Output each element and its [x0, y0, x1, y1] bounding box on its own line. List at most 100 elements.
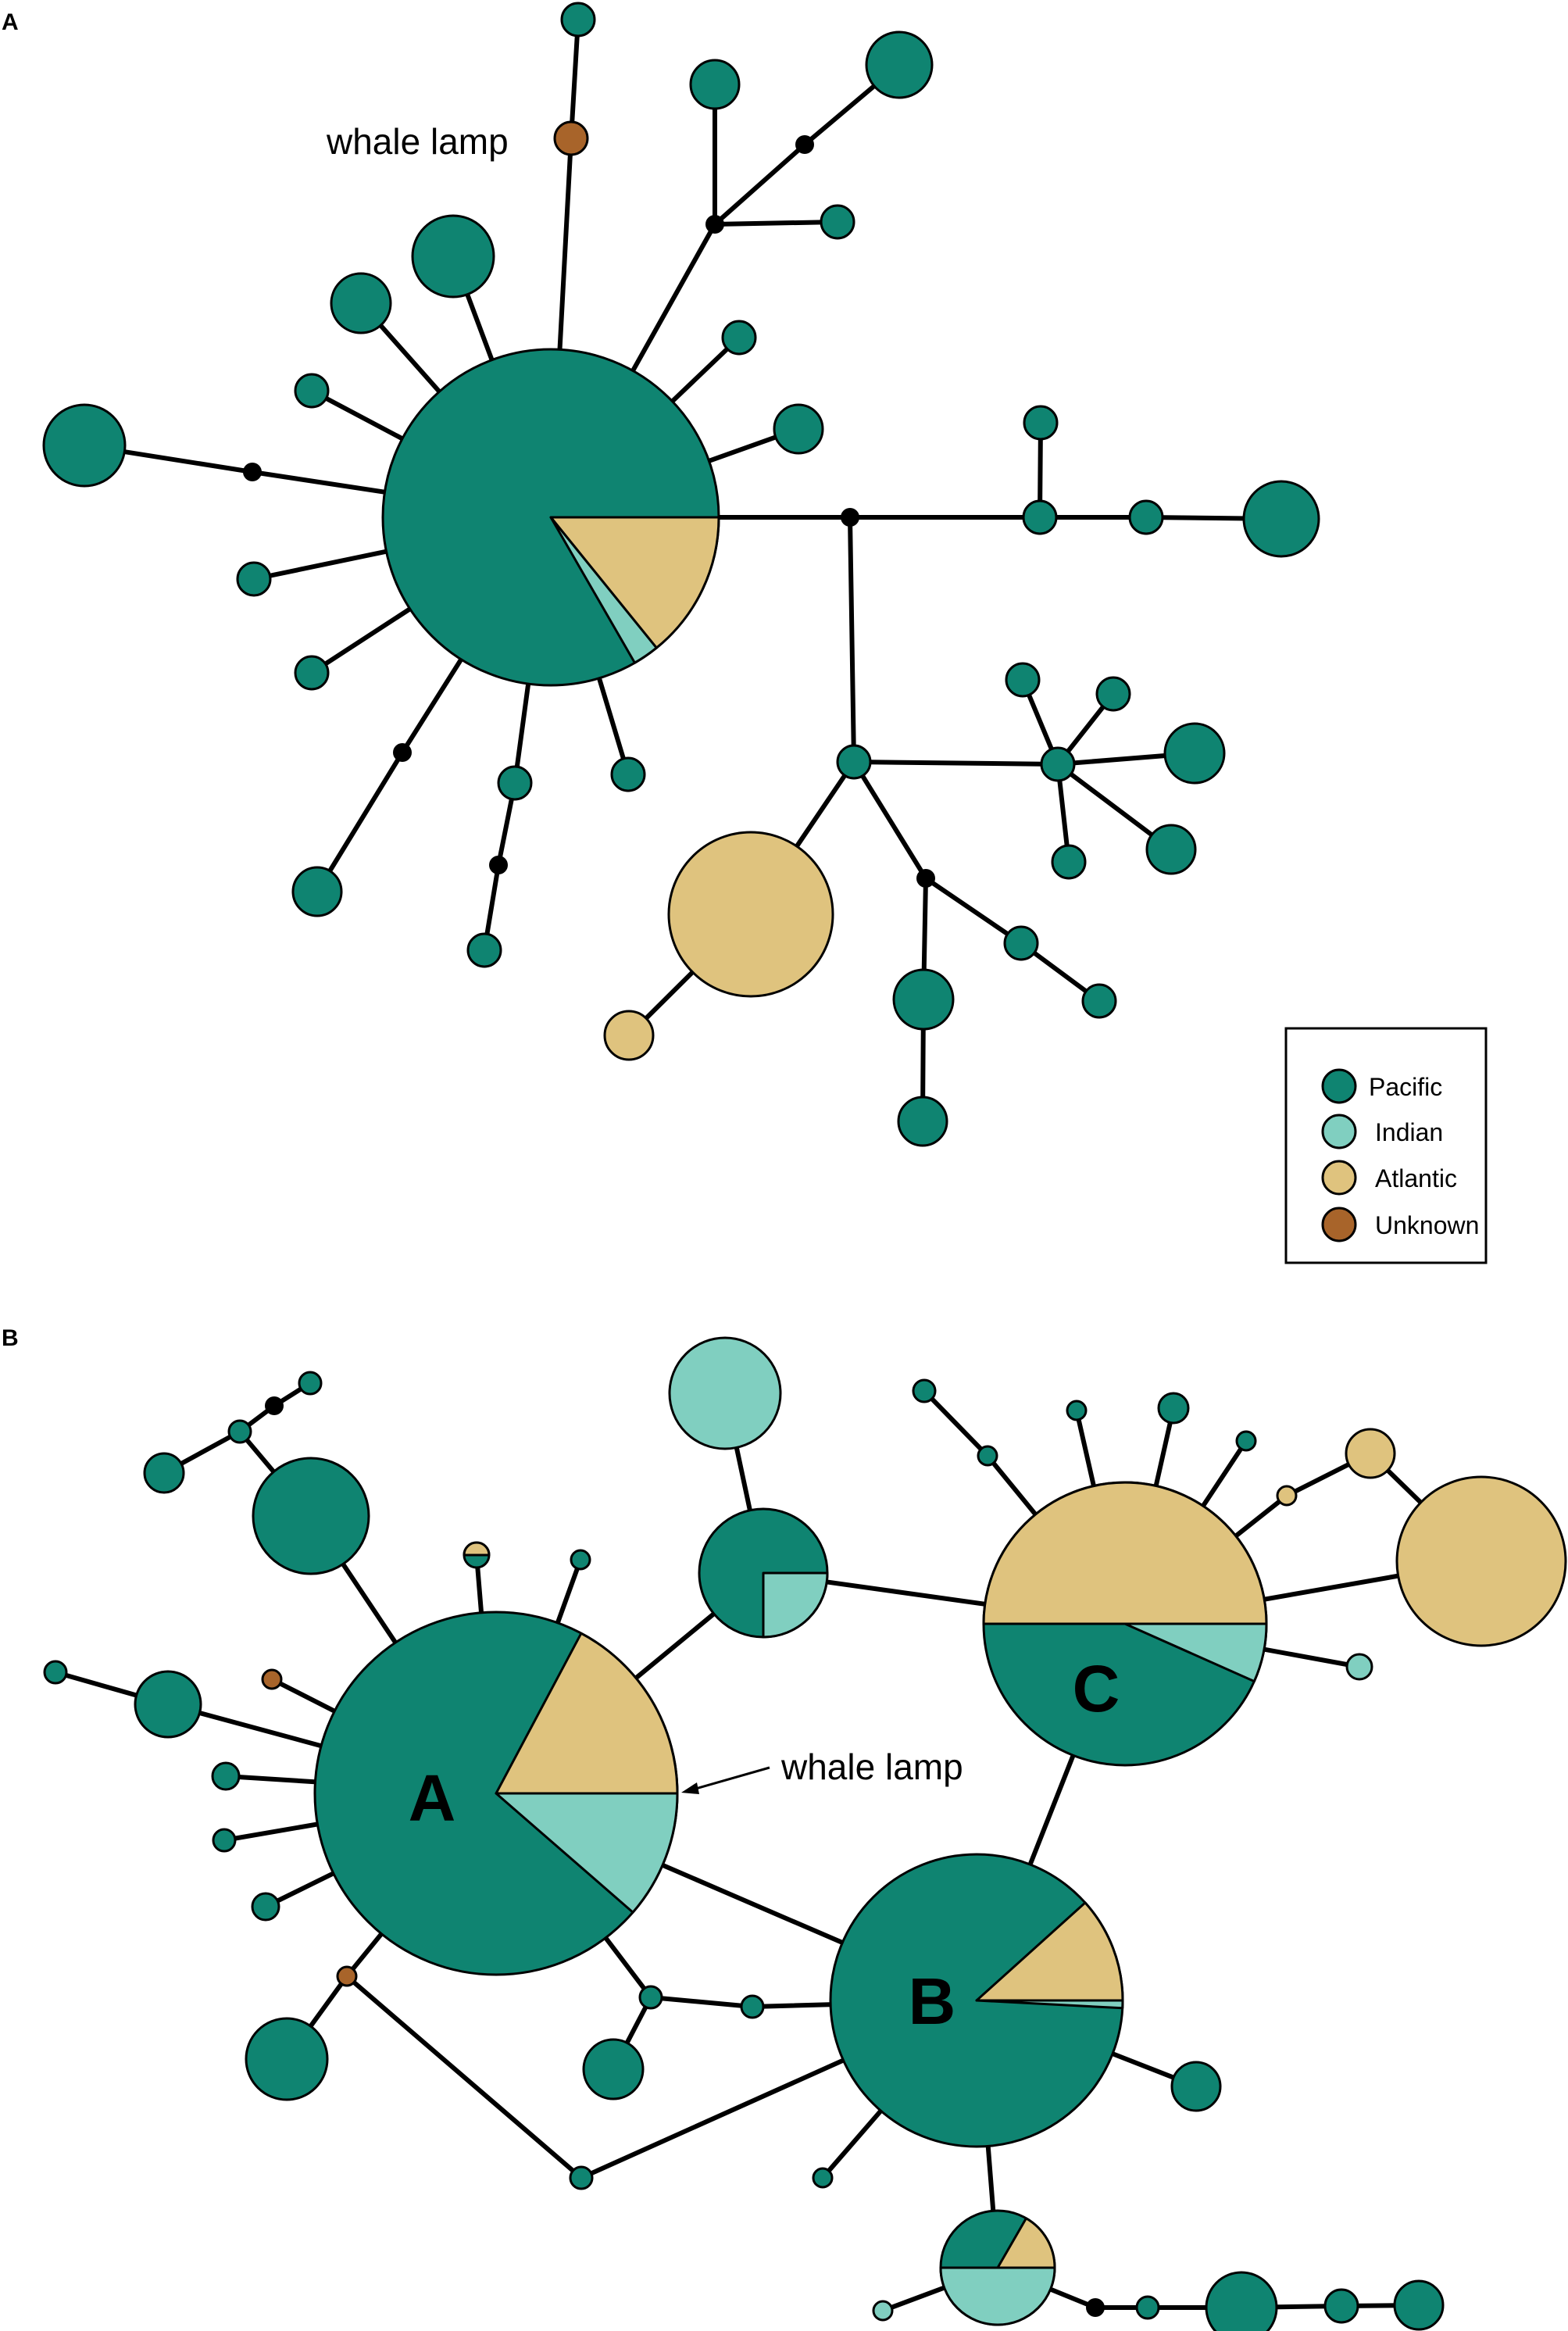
- b-node-p3: [134, 1670, 202, 1739]
- a-edge-p21-p26: [852, 760, 1060, 767]
- a-node-p7: [294, 655, 330, 691]
- b-node-p4: [245, 2017, 329, 2101]
- a-node-p19: [1128, 499, 1164, 535]
- a-edge-lamp-p1: [569, 17, 580, 141]
- a-node-p30: [1145, 824, 1197, 875]
- a-edge-m6-p21: [848, 515, 856, 764]
- b-node-p2: [143, 1452, 185, 1494]
- b-node-hubC-atlantic-wedge: [982, 1481, 1268, 1625]
- b-node-s13: [1323, 2288, 1359, 2324]
- a-node-p28: [1095, 676, 1131, 712]
- b-node-s18: [1235, 1430, 1257, 1452]
- a-median-vector-m6: [841, 508, 859, 527]
- a-node-hub-indian-wedge: [549, 516, 658, 664]
- b-node-hubC-indian-wedge: [1123, 1622, 1268, 1683]
- a-node-p29: [1163, 722, 1226, 785]
- a-node-p27: [1005, 662, 1041, 698]
- b-median-vector-m2: [1086, 2298, 1105, 2317]
- b-node-p5: [582, 2038, 645, 2100]
- a-edge-m2-p8: [315, 750, 405, 894]
- a-node-p2: [411, 214, 495, 299]
- a-node-p11: [610, 756, 646, 792]
- b-node-hubA-indian-wedge: [495, 1792, 679, 1914]
- b-node-hubC-pie: [982, 1481, 1268, 1767]
- b-median-vector-m1: [265, 1396, 284, 1415]
- b-node-ind3: [1345, 1653, 1373, 1681]
- panel-a-whale-lamp-label: whale lamp: [326, 121, 509, 162]
- whale-lamp-arrow-line: [687, 1766, 770, 1793]
- b-node-mid-indian-wedge: [762, 1571, 829, 1639]
- b-node-hubB-atlantic-wedge: [975, 1901, 1124, 2002]
- panel-b-whale-lamp-label: whale lamp: [780, 1746, 963, 1787]
- a-node-p23: [897, 1096, 948, 1147]
- b-node-s2: [298, 1371, 323, 1396]
- a-node-p31: [1051, 844, 1087, 880]
- b-node-atlS2: [1276, 1485, 1298, 1507]
- panel-b-nodes: [43, 1336, 1567, 2331]
- b-edge-s15-s14: [922, 1389, 990, 1458]
- b-node-atl1: [1345, 1428, 1396, 1479]
- b-node-p8: [1393, 2279, 1445, 2331]
- a-node-p1: [560, 2, 596, 38]
- b-node-s4: [43, 1660, 68, 1685]
- b-node-ind1: [668, 1336, 782, 1450]
- a-node-p10: [466, 932, 502, 968]
- a-node-hub-pie: [381, 348, 720, 687]
- a-node-p8: [291, 866, 343, 917]
- b-node-s17: [1157, 1392, 1190, 1425]
- b-node-u1: [261, 1668, 283, 1690]
- b-node-s9: [638, 1985, 663, 2010]
- legend-swatch-atlantic: [1321, 1160, 1357, 1196]
- a-node-atl2: [603, 1010, 655, 1061]
- a-median-vector-m3: [489, 856, 508, 874]
- b-node-p1: [252, 1457, 370, 1575]
- legend-swatch-unknown: [1321, 1207, 1357, 1242]
- a-node-p16: [820, 204, 855, 240]
- a-edge-m4-p16: [713, 220, 840, 227]
- b-node-s1: [227, 1419, 252, 1444]
- panel-a-nodes: [42, 2, 1320, 1147]
- legend-label-pacific: Pacific: [1369, 1073, 1442, 1101]
- a-node-p17: [1022, 499, 1058, 535]
- b-node-s10: [740, 1994, 765, 2019]
- b-node-s14: [912, 1378, 937, 1403]
- panel-b-network: B A B C whale lamp: [2, 1325, 1567, 2331]
- b-node-s15: [977, 1445, 998, 1467]
- legend-item-atlantic: Atlantic: [1321, 1160, 1457, 1196]
- b-node-hubB-indian-wedge: [975, 1999, 1124, 2010]
- legend-item-indian: Indian: [1321, 1114, 1443, 1149]
- panel-a-network: A whale lamp: [2, 2, 1320, 1147]
- legend: Pacific Indian Atlantic Unknown: [1284, 1027, 1488, 1264]
- a-node-p22: [892, 968, 955, 1031]
- b-node-s3: [570, 1549, 591, 1571]
- legend-label-unknown: Unknown: [1375, 1211, 1479, 1239]
- b-node-ind2: [872, 2300, 894, 2322]
- b-node-pie4-atlantic-wedge: [996, 2217, 1056, 2269]
- b-node-pie4-pie: [939, 2209, 1056, 2326]
- a-edge-p21-m7: [852, 760, 928, 881]
- a-node-p20: [1242, 480, 1320, 558]
- legend-swatch-indian: [1321, 1114, 1357, 1149]
- panel-b-label: B: [2, 1325, 19, 1351]
- a-node-p12: [773, 403, 824, 455]
- b-node-s7: [251, 1892, 280, 1922]
- panel-b-whale-lamp-callout: whale lamp: [681, 1746, 963, 1794]
- a-node-p5: [42, 403, 127, 488]
- b-node-p6: [1170, 2061, 1222, 2112]
- hub-label-b: B: [909, 1965, 956, 2038]
- a-node-atl: [667, 831, 834, 998]
- legend-item-pacific: Pacific: [1321, 1068, 1442, 1104]
- a-node-p18: [1023, 405, 1059, 441]
- hub-label-a: A: [409, 1761, 456, 1835]
- b-node-atl2: [1395, 1475, 1567, 1647]
- a-node-p4: [294, 373, 330, 409]
- a-node-p6: [236, 561, 272, 597]
- a-node-p26: [1040, 746, 1076, 782]
- legend-label-indian: Indian: [1375, 1118, 1443, 1146]
- a-median-vector-m4: [705, 215, 724, 234]
- a-median-vector-m2: [393, 743, 412, 762]
- a-median-vector-m1: [243, 463, 262, 481]
- a-node-p24: [1003, 925, 1039, 961]
- b-edge-s9-s10: [648, 1995, 755, 2009]
- legend-box: [1284, 1027, 1488, 1264]
